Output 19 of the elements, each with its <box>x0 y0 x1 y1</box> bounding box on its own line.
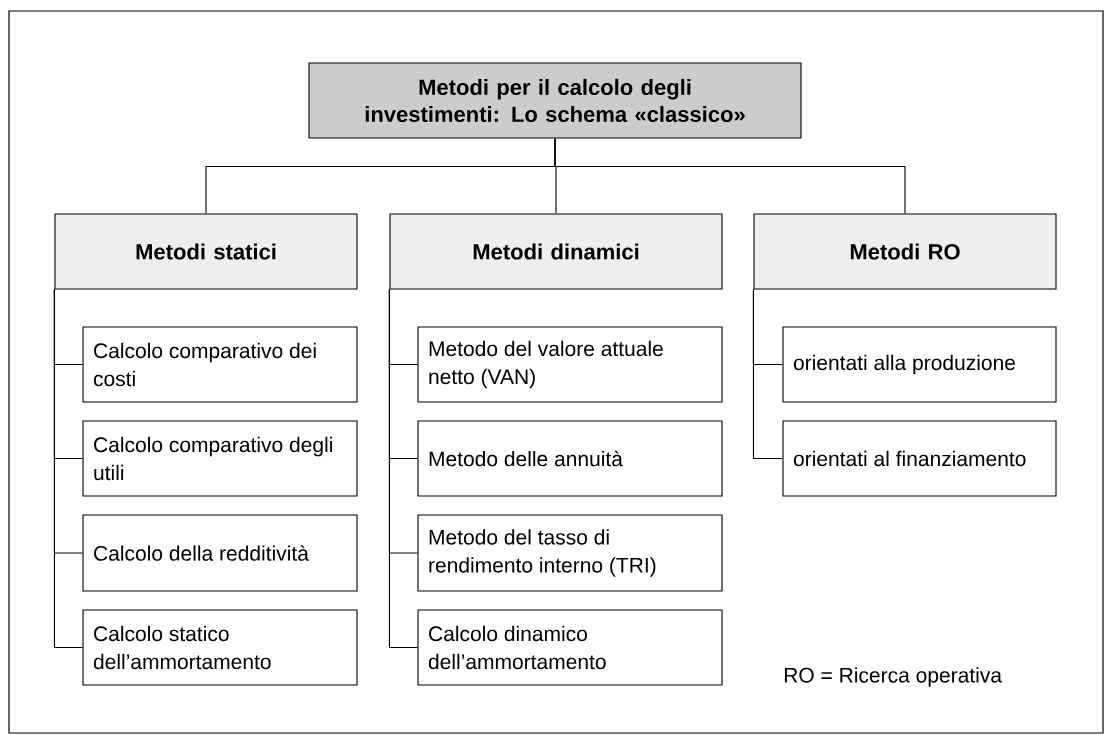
method-box: Calcolo comparativo dei costi <box>82 326 358 403</box>
category-box: Metodi RO <box>753 213 1057 290</box>
connector-line <box>752 289 783 460</box>
method-box: orientati alla produzione <box>782 326 1057 403</box>
title-box: Metodi per il calcolo degli investimenti: Lo schema «classico» <box>308 62 802 139</box>
connector-line <box>554 138 906 214</box>
method-box: Metodo del tasso di rendimento interno (TRI) <box>417 514 723 592</box>
method-box: Calcolo statico dell’ammortamento <box>82 609 358 686</box>
method-box: Metodo del valore attuale netto (VAN) <box>417 326 723 403</box>
method-box: Calcolo della redditività <box>82 514 358 592</box>
method-box: orientati al finanziamento <box>782 420 1057 497</box>
connector-line <box>388 289 418 649</box>
note: RO = Ricerca operativa <box>784 667 1002 687</box>
connector-line <box>53 289 83 649</box>
method-box: Calcolo comparativo degli utili <box>82 420 358 497</box>
category-box: Metodi dinamici <box>389 213 723 290</box>
method-box: Calcolo dinamico dell’ammortamento <box>417 609 723 686</box>
method-box: Metodo delle annuità <box>417 420 723 497</box>
category-box: Metodi statici <box>54 213 358 290</box>
